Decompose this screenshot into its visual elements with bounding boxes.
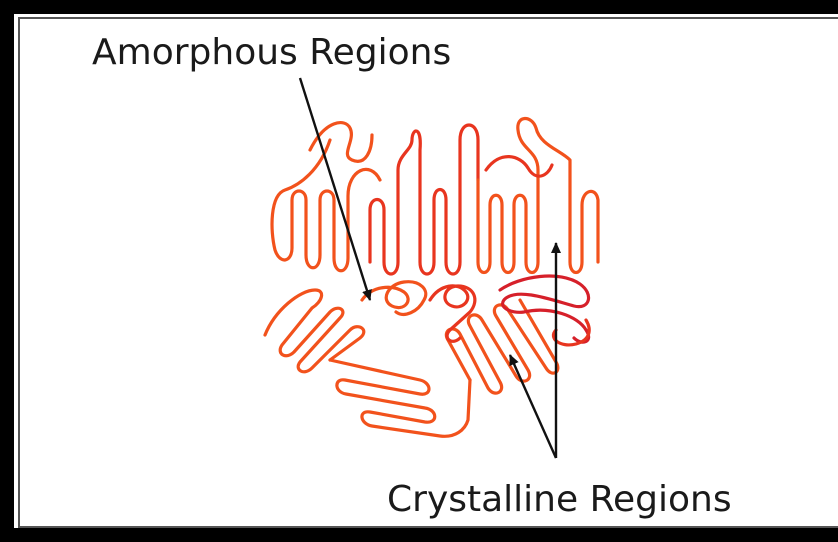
chain-amorphous-right [500, 276, 589, 342]
label-amorphous-regions: Amorphous Regions [92, 32, 451, 73]
chain-folded-upper-right [478, 118, 598, 272]
chain-amorphous-center [362, 282, 426, 315]
chain-folded-lower-middle [330, 360, 470, 436]
chain-folded-upper-middle [370, 125, 478, 274]
chain-amorphous-center-2 [430, 286, 475, 341]
chain-folded-lower-left [265, 290, 364, 372]
polymer-chains [265, 118, 598, 436]
label-crystalline-regions: Crystalline Regions [387, 479, 732, 520]
chain-amorphous-right-tail [553, 320, 589, 345]
chain-folded-lower-right [446, 300, 557, 393]
chain-amorphous-top-right [486, 157, 552, 177]
